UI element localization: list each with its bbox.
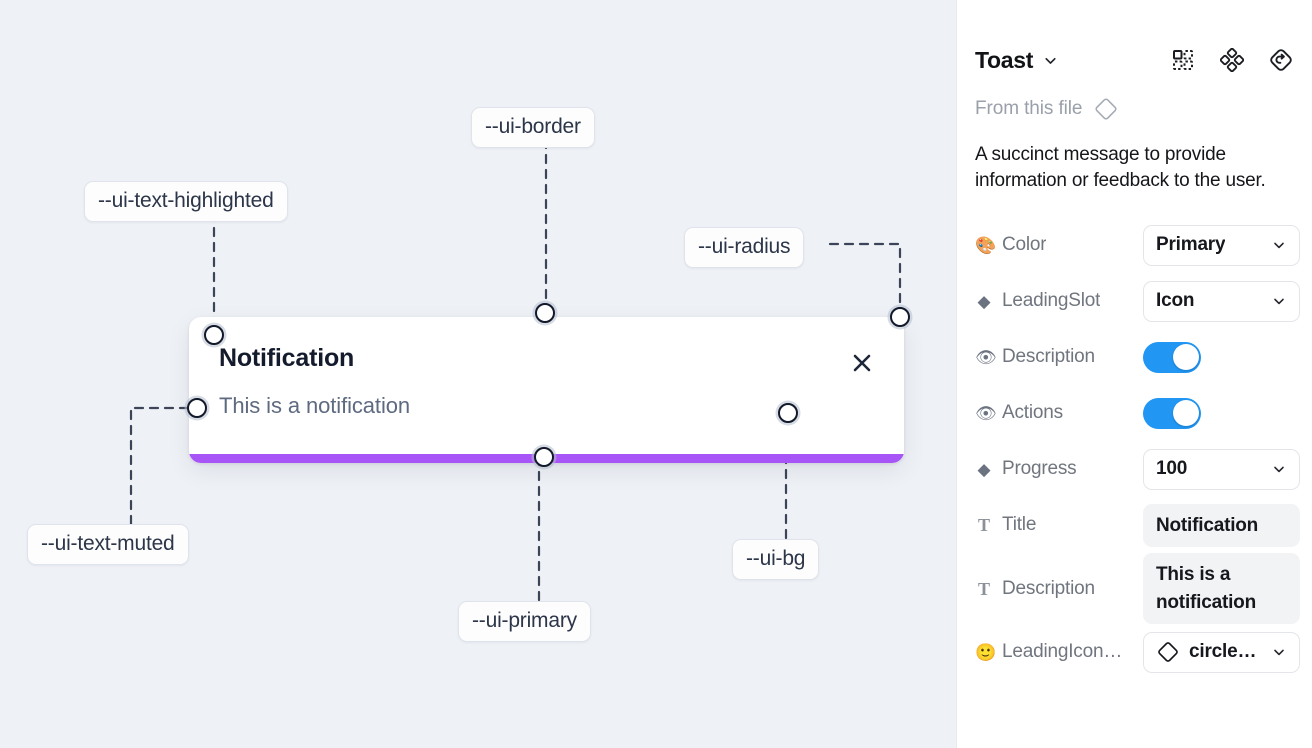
leadingslot-select[interactable]: Icon bbox=[1143, 280, 1300, 322]
component-description: A succinct message to provide informatio… bbox=[975, 144, 1266, 191]
toast-component[interactable]: Notification This is a notification bbox=[189, 317, 904, 463]
handle-radius[interactable] bbox=[890, 307, 910, 327]
property-row-leadingslot: ◆ LeadingSlot Icon bbox=[975, 273, 1300, 329]
property-label-progress: Progress bbox=[1002, 458, 1077, 480]
from-this-file-label: From this file bbox=[975, 98, 1083, 119]
progress-select[interactable]: 100 bbox=[1143, 448, 1300, 490]
handle-bg[interactable] bbox=[778, 403, 798, 423]
handle-text-highlighted[interactable] bbox=[204, 325, 224, 345]
component-instance-icon[interactable] bbox=[1219, 47, 1245, 73]
token-chip-ui-radius[interactable]: --ui-radius bbox=[684, 227, 805, 268]
panel-toolbar bbox=[1170, 47, 1294, 73]
token-chip-ui-bg[interactable]: --ui-bg bbox=[732, 539, 820, 580]
reset-instance-icon[interactable] bbox=[1268, 47, 1294, 73]
property-label-description-text: Description bbox=[1002, 577, 1095, 599]
title-input[interactable]: Notification bbox=[1143, 503, 1300, 548]
property-row-progress: ◆ Progress 100 bbox=[975, 441, 1300, 497]
diamond-component-icon bbox=[1156, 640, 1180, 664]
close-x-icon[interactable] bbox=[849, 350, 875, 376]
toggle-knob bbox=[1172, 400, 1199, 427]
diamond-component-icon bbox=[1093, 96, 1119, 122]
design-canvas[interactable]: Notification This is a notification --ui… bbox=[0, 0, 956, 748]
chevron-down-icon bbox=[1271, 461, 1287, 477]
property-row-description-toggle: 👁 Description bbox=[975, 329, 1294, 385]
leadingslot-select-value: Icon bbox=[1156, 290, 1195, 312]
toast-description: This is a notification bbox=[219, 393, 410, 418]
property-row-title: T Title Notification bbox=[975, 497, 1300, 553]
property-label-title: Title bbox=[1002, 514, 1037, 536]
chevron-down-icon bbox=[1271, 644, 1287, 660]
chevron-down-icon bbox=[1271, 237, 1287, 253]
handle-border[interactable] bbox=[535, 303, 555, 323]
property-label-actions: Actions bbox=[1002, 402, 1063, 424]
property-row-color: 🎨 Color Primary bbox=[975, 217, 1300, 273]
handle-text-muted[interactable] bbox=[187, 398, 207, 418]
property-row-description-text: T Description This is a notification bbox=[975, 553, 1300, 625]
diamond-icon: ◆ bbox=[977, 291, 991, 311]
color-select[interactable]: Primary bbox=[1143, 224, 1300, 266]
property-label-color: Color bbox=[1002, 234, 1047, 256]
component-variants-icon[interactable] bbox=[1170, 47, 1196, 73]
chevron-down-icon bbox=[1271, 293, 1287, 309]
leadingicon-select[interactable]: circle… bbox=[1143, 631, 1300, 673]
properties-panel: Toast bbox=[956, 0, 1312, 748]
palette-icon: 🎨 bbox=[975, 235, 997, 255]
property-row-leadingicon: 🙂 LeadingIcon… circle… bbox=[975, 624, 1300, 680]
token-chip-ui-border[interactable]: --ui-border bbox=[471, 107, 595, 148]
progress-select-value: 100 bbox=[1156, 458, 1188, 480]
description-input[interactable]: This is a notification bbox=[1143, 553, 1300, 625]
property-row-actions-toggle: 👁 Actions bbox=[975, 385, 1294, 441]
eye-icon: 👁 bbox=[975, 347, 997, 367]
property-label-description: Description bbox=[1002, 346, 1095, 368]
token-chip-ui-text-highlighted[interactable]: --ui-text-highlighted bbox=[84, 181, 288, 222]
token-chip-ui-text-muted[interactable]: --ui-text-muted bbox=[27, 524, 189, 565]
panel-header: Toast bbox=[975, 32, 1294, 88]
property-label-leadingicon: LeadingIcon… bbox=[1002, 641, 1123, 663]
token-chip-ui-primary[interactable]: --ui-primary bbox=[458, 601, 591, 642]
handle-primary[interactable] bbox=[534, 447, 554, 467]
color-select-value: Primary bbox=[1156, 234, 1226, 256]
chevron-down-icon[interactable] bbox=[1042, 52, 1059, 69]
page-title: Toast bbox=[975, 46, 1034, 73]
emoji-icon: 🙂 bbox=[975, 642, 997, 662]
toast-title: Notification bbox=[219, 344, 355, 372]
actions-toggle[interactable] bbox=[1143, 397, 1201, 429]
text-icon: T bbox=[977, 578, 990, 599]
description-toggle[interactable] bbox=[1143, 341, 1201, 373]
diamond-icon: ◆ bbox=[977, 459, 991, 479]
property-list: 🎨 Color Primary ◆ LeadingSlot bbox=[975, 217, 1300, 680]
leadingicon-select-value: circle… bbox=[1189, 641, 1257, 663]
from-this-file-row: From this file bbox=[975, 94, 1294, 124]
toggle-knob bbox=[1172, 344, 1199, 371]
property-label-leadingslot: LeadingSlot bbox=[1002, 290, 1101, 312]
text-icon: T bbox=[977, 515, 990, 536]
eye-icon: 👁 bbox=[975, 403, 997, 423]
